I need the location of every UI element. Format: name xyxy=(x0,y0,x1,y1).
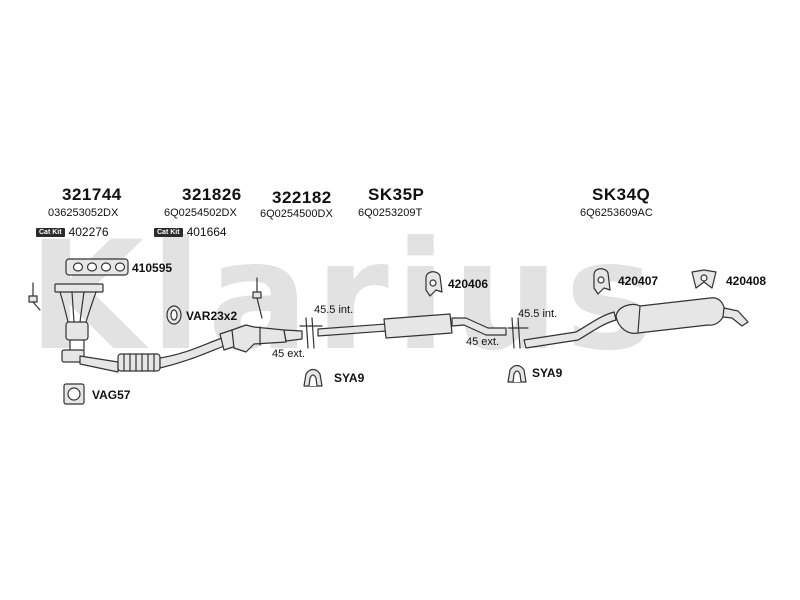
fitting-label: SYA9 xyxy=(532,366,563,380)
oe-number: 036253052DX xyxy=(48,207,119,219)
brand-watermark: Klarius xyxy=(28,210,661,384)
fitting-label: 420408 xyxy=(726,274,767,288)
fitting-label: VAG57 xyxy=(92,388,131,402)
fitting-label: SYA9 xyxy=(334,371,365,385)
oe-number: 6Q0254500DX xyxy=(260,208,333,220)
part-number-321744: 321744 xyxy=(62,185,122,204)
lambda-sensor-icon xyxy=(28,282,41,311)
fitting-label: VAR23x2 xyxy=(186,309,238,323)
cat-kit-badge: Cat Kit xyxy=(36,228,65,238)
cat-kit-badge: Cat Kit xyxy=(154,228,183,238)
manifold-gasket-icon xyxy=(65,258,129,276)
rubber-hanger-icon xyxy=(593,268,611,295)
dimension-label: 45.5 int. xyxy=(314,304,354,316)
oe-number: 6Q0253209T xyxy=(358,207,423,219)
pipe-clamp-icon xyxy=(507,364,527,383)
part-number-321826: 321826 xyxy=(182,185,242,204)
fitting-label: 410595 xyxy=(132,261,173,275)
part-number-sk35p: SK35P xyxy=(368,185,425,204)
cat-kit-number: 401664 xyxy=(186,225,227,239)
pipe-clamp-icon xyxy=(303,368,323,387)
fitting-label: 420406 xyxy=(448,277,489,291)
rubber-hanger-icon xyxy=(425,271,443,297)
dimension-label: 45.5 int. xyxy=(518,308,558,320)
pipe-joint-marker xyxy=(299,317,323,349)
dimension-label: 45 ext. xyxy=(466,336,500,348)
rear-silencer-part xyxy=(523,297,749,349)
cat-kit-number: 402276 xyxy=(68,225,109,239)
middle-silencer-part xyxy=(317,313,507,339)
pipe-joint-marker xyxy=(507,317,529,349)
lambda-sensor-icon xyxy=(252,277,263,319)
front-pipe-cat-part xyxy=(79,324,303,373)
exhaust-manifold-cat-part xyxy=(54,283,104,363)
oe-number: 6Q0254502DX xyxy=(164,207,237,219)
fitting-label: 420407 xyxy=(618,274,659,288)
gasket-ring-icon xyxy=(166,305,182,325)
rubber-hanger-icon xyxy=(691,269,717,289)
oe-number: 6Q6253609AC xyxy=(580,207,653,219)
part-number-sk34q: SK34Q xyxy=(592,185,651,204)
dimension-label: 45 ext. xyxy=(272,348,306,360)
part-number-322182: 322182 xyxy=(272,188,332,207)
flange-gasket-icon xyxy=(63,383,85,405)
